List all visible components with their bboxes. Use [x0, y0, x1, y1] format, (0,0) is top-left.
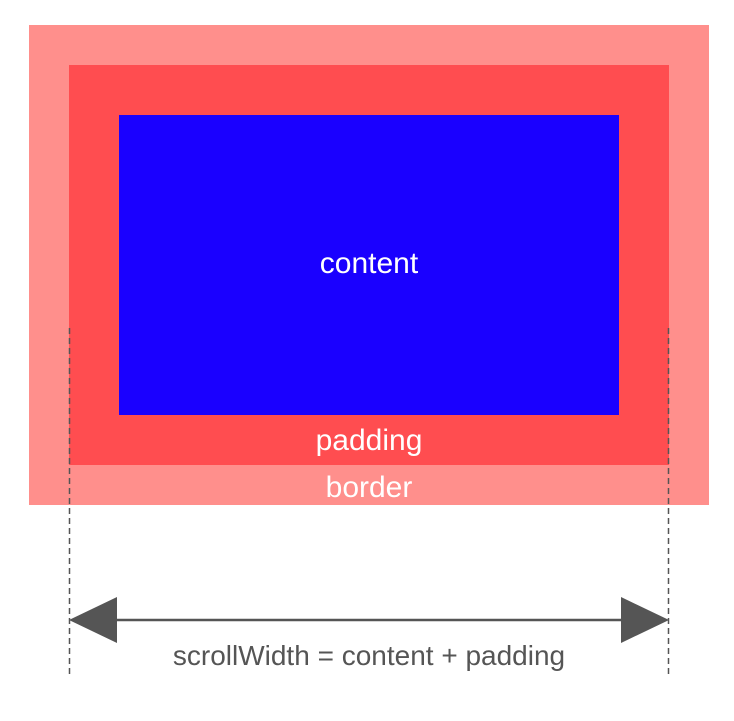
content-area: content — [119, 115, 619, 415]
border-label: border — [325, 471, 413, 504]
scroll-width-label: scrollWidth = content + padding — [172, 640, 566, 671]
padding-label: padding — [315, 424, 423, 457]
left-arrowhead — [69, 597, 117, 643]
right-arrowhead — [621, 597, 669, 643]
content-label: content — [319, 247, 419, 280]
